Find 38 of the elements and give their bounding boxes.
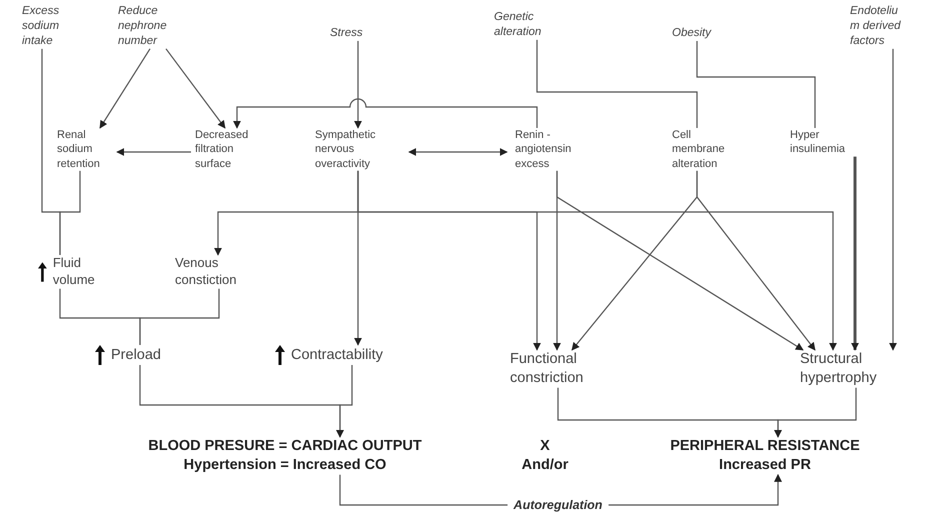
node-label: Increased PR xyxy=(719,456,811,475)
connector-arrow xyxy=(774,388,857,438)
factor-label: Obesity xyxy=(672,26,711,41)
node-label: X xyxy=(540,437,550,456)
factor-label: Stress xyxy=(330,26,363,41)
node-label: Cell membrane alteration xyxy=(672,128,726,171)
node-label: Venous constiction xyxy=(175,255,238,289)
connector-arrow xyxy=(166,48,226,129)
node-label: Renin - angiotensin excess xyxy=(515,128,572,171)
node-label: BLOOD PRESURE = CARDIAC OUTPUT xyxy=(148,437,422,456)
connector-arrow xyxy=(336,365,353,438)
factor-label: Endoteliu m derived factors xyxy=(850,4,902,49)
node-label: Hypertension = Increased CO xyxy=(184,456,386,475)
factor-label: Reduce nephrone number xyxy=(118,4,168,49)
connector-arrow xyxy=(889,48,897,351)
node-label: Fluid volume xyxy=(52,255,96,289)
connector-arrow xyxy=(233,98,538,129)
connector-arrow xyxy=(100,48,150,129)
connector-arrow xyxy=(556,170,804,350)
edge-label: Autoregulation xyxy=(508,498,608,512)
connector-arrow xyxy=(354,170,362,346)
node-label: Sympathetic nervous overactivity xyxy=(315,128,377,171)
node-label: Renal sodium retention xyxy=(57,128,101,171)
factor-label: Excess sodium intake xyxy=(22,4,60,49)
node-label: Hyper insulinemia xyxy=(790,128,846,157)
node-label: And/or xyxy=(522,456,568,475)
connector-arrow xyxy=(116,148,191,156)
connector-arrow xyxy=(851,156,859,351)
node-label: Contractability xyxy=(291,346,383,364)
connector-arrow xyxy=(696,170,816,351)
node-label: Preload xyxy=(111,346,161,364)
node-label: Functional constriction xyxy=(510,350,584,388)
connector-arrow xyxy=(354,40,362,129)
connector-arrow xyxy=(408,148,508,156)
factor-label: Genetic alteration xyxy=(494,10,542,40)
node-label: Structural hypertrophy xyxy=(800,350,878,388)
node-label: Decreased filtration surface xyxy=(195,128,250,171)
node-label: PERIPHERAL RESISTANCE xyxy=(670,437,860,456)
